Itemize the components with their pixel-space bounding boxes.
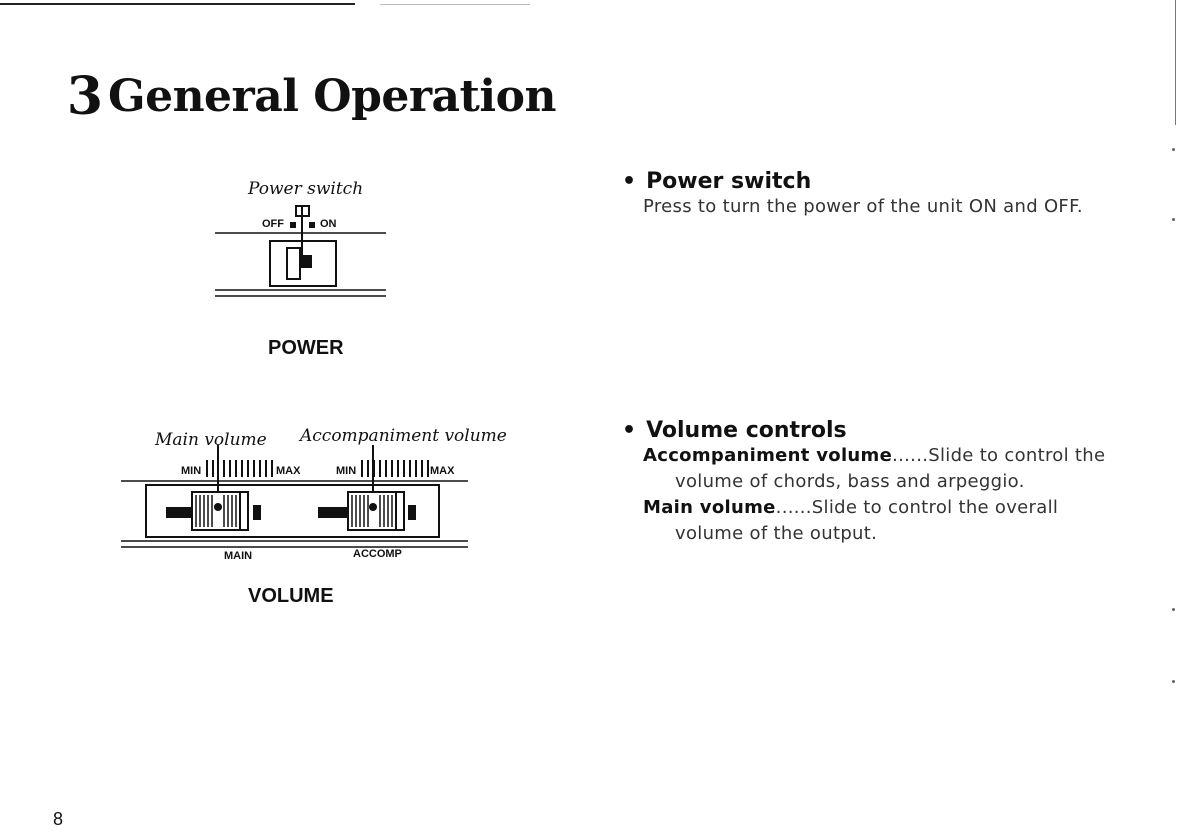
accomp-slider-knob <box>347 491 405 531</box>
power-switch-section: • Power switch Press to turn the power o… <box>622 169 1142 220</box>
margin-mark <box>1172 680 1175 683</box>
main-volume-line: Main volume......Slide to control the ov… <box>643 495 1132 521</box>
margin-mark <box>1172 148 1175 151</box>
margin-mark <box>1172 608 1175 611</box>
main-max-label: MAX <box>276 465 301 477</box>
off-label: OFF <box>262 218 284 230</box>
top-rule <box>0 3 355 5</box>
chapter-number: 3 <box>66 66 104 127</box>
power-switch-label: Power switch <box>248 179 364 199</box>
power-caption: POWER <box>268 337 344 359</box>
volume-controls-section: • Volume controls Accompaniment volume..… <box>622 418 1132 547</box>
volume-controls-heading: Volume controls <box>646 418 847 443</box>
volume-sliders-diagram <box>121 445 468 548</box>
power-switch-housing <box>269 240 337 287</box>
main-volume-label: Main volume <box>155 430 267 450</box>
main-min-label: MIN <box>181 465 202 477</box>
accomp-min-label: MIN <box>336 465 357 477</box>
chapter-title: General Operation <box>108 71 556 122</box>
accomp-volume-desc-2: volume of chords, bass and arpeggio. <box>675 471 1025 492</box>
accomp-slider-label: ACCOMP <box>353 548 402 560</box>
on-indicator-icon <box>309 222 315 228</box>
top-rule-faint <box>380 4 530 5</box>
margin-mark <box>1172 218 1175 221</box>
bullet-icon: • <box>622 418 637 443</box>
page-number: 8 <box>53 809 64 829</box>
main-slider-label: MAIN <box>224 550 253 562</box>
volume-caption: VOLUME <box>248 585 334 607</box>
off-indicator-icon <box>290 222 296 228</box>
power-switch-diagram <box>215 205 386 297</box>
accomp-volume-desc: ......Slide to control the <box>892 445 1106 466</box>
binding-edge-line <box>1175 0 1176 125</box>
accomp-volume-label: Accompaniment volume <box>300 426 507 446</box>
main-volume-term: Main volume <box>643 497 776 518</box>
main-scale-ticks <box>206 460 273 477</box>
accomp-max-label: MAX <box>430 465 455 477</box>
main-volume-desc: ......Slide to control the overall <box>775 497 1059 518</box>
bullet-icon: • <box>622 169 637 194</box>
power-switch-heading: Power switch <box>646 169 812 194</box>
power-switch-text: Press to turn the power of the unit ON a… <box>643 196 1083 217</box>
power-switch-knob <box>300 255 312 268</box>
main-volume-desc-2: volume of the output. <box>675 523 878 544</box>
accomp-scale-ticks <box>361 460 429 477</box>
accomp-volume-line: Accompaniment volume......Slide to contr… <box>643 443 1132 469</box>
chapter-heading: 3 General Operation <box>62 62 557 132</box>
accomp-volume-term: Accompaniment volume <box>643 445 893 466</box>
on-label: ON <box>320 218 337 230</box>
